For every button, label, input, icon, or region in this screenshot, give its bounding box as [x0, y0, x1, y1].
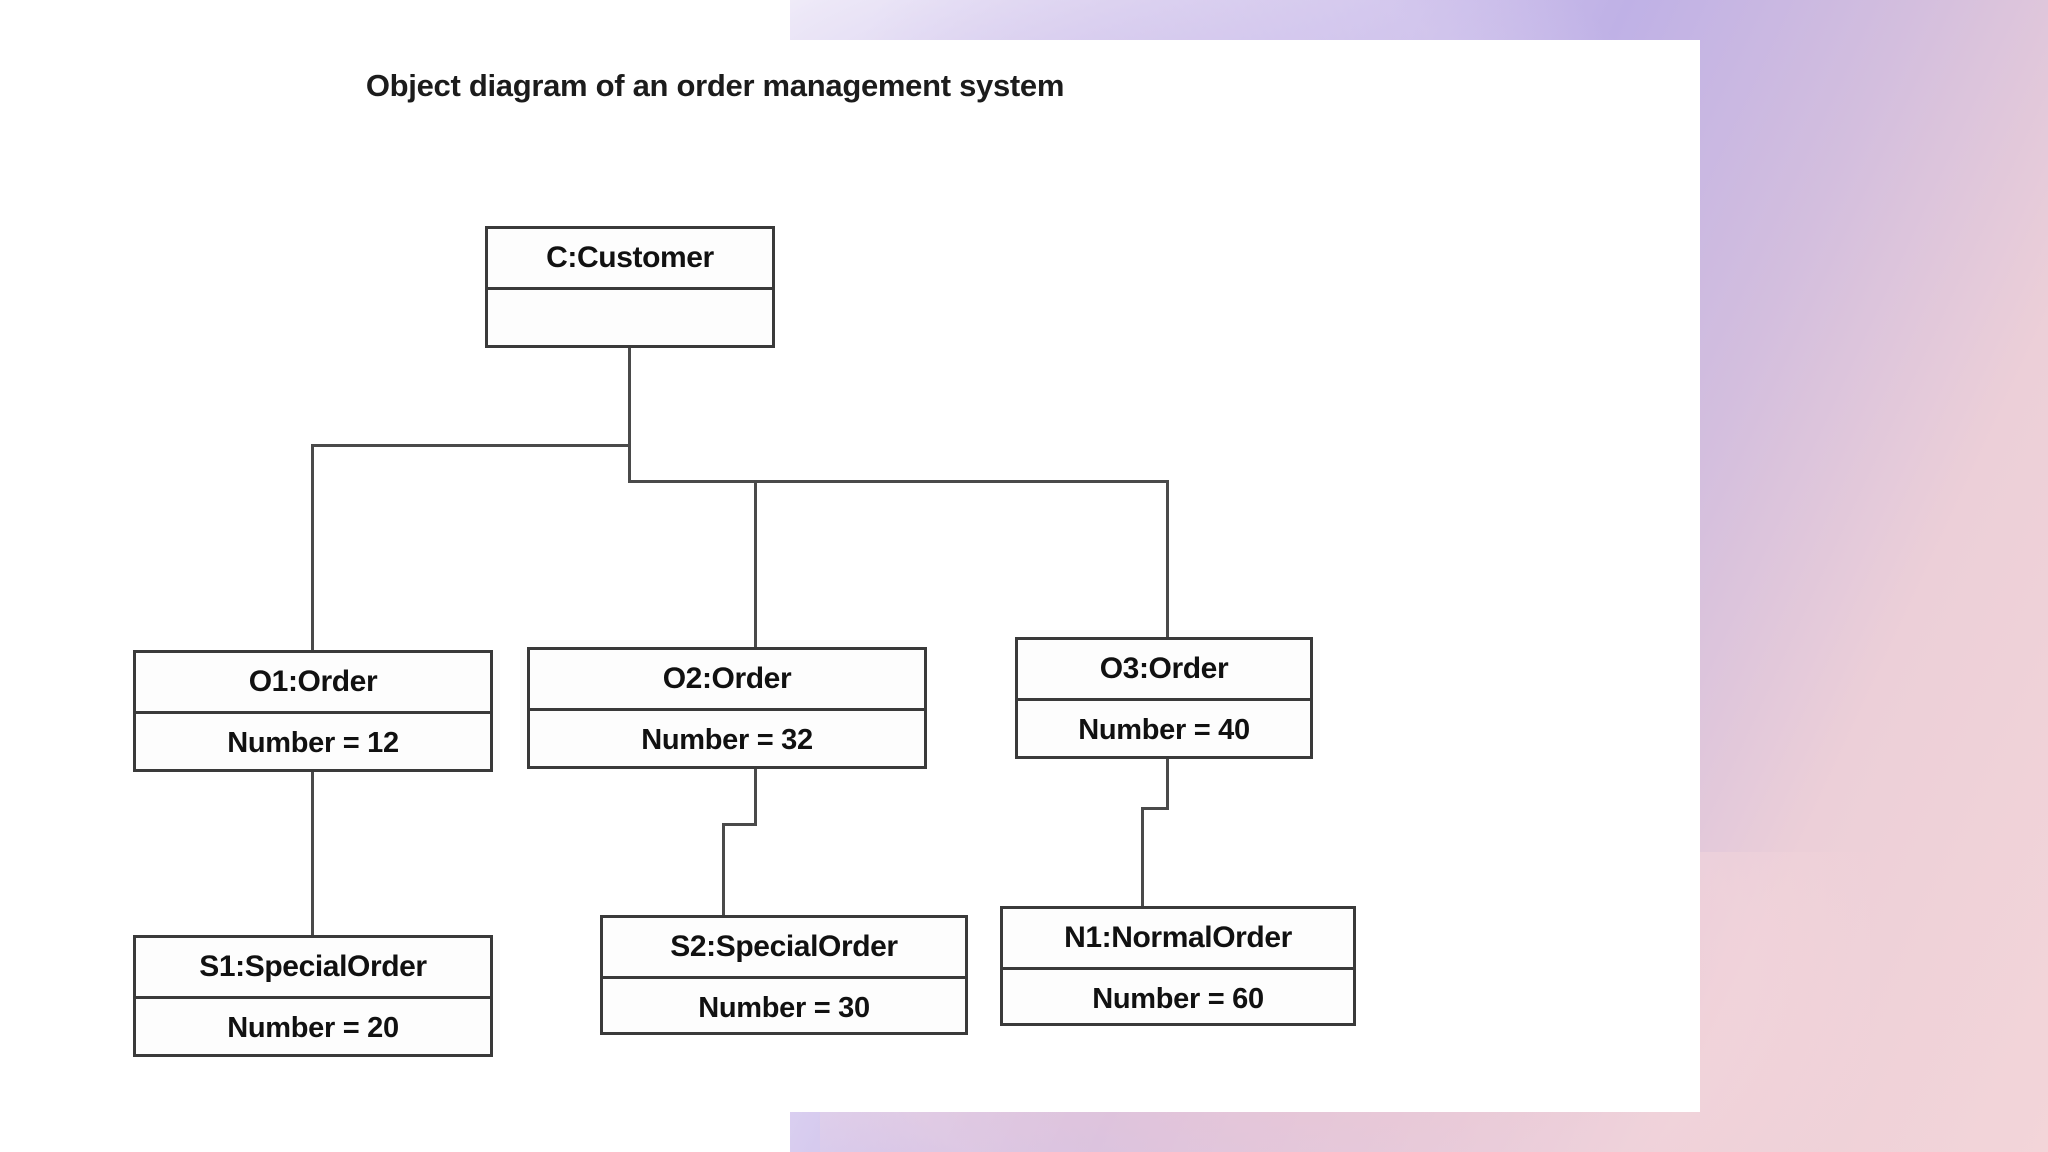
object-attribute-o1: Number = 12 — [227, 726, 399, 759]
object-name-o2: O2:Order — [662, 662, 792, 695]
object-name-customer: C:Customer — [546, 241, 714, 274]
compartment-divider — [603, 976, 965, 979]
object-name-o3: O3:Order — [1099, 652, 1229, 685]
link-o2-to-s2-lower — [722, 823, 725, 917]
object-node-n1[interactable]: N1:NormalOrder Number = 60 — [1000, 906, 1356, 1026]
object-node-o2[interactable]: O2:Order Number = 32 — [527, 647, 927, 769]
compartment-divider — [488, 287, 772, 290]
link-o2-to-s2-jog — [722, 823, 757, 826]
link-customer-bar-left — [311, 444, 631, 447]
link-customer-to-o2 — [754, 480, 757, 650]
object-name-s2: S2:SpecialOrder — [670, 930, 898, 963]
compartment-divider — [136, 711, 490, 714]
object-node-o1[interactable]: O1:Order Number = 12 — [133, 650, 493, 772]
diagram-title: Object diagram of an order management sy… — [365, 68, 1065, 103]
object-name-s1: S1:SpecialOrder — [199, 950, 427, 983]
link-o2-to-s2-upper — [754, 769, 757, 823]
compartment-divider — [136, 996, 490, 999]
object-attribute-customer — [488, 290, 772, 348]
compartment-divider — [1018, 698, 1310, 701]
compartment-divider — [530, 708, 924, 711]
object-attribute-n1: Number = 60 — [1092, 982, 1264, 1015]
object-node-customer[interactable]: C:Customer — [485, 226, 775, 348]
link-o1-to-s1 — [311, 772, 314, 937]
link-o3-to-n1-upper — [1166, 759, 1169, 807]
link-o3-to-n1-lower — [1141, 807, 1144, 908]
object-name-n1: N1:NormalOrder — [1064, 921, 1292, 954]
object-attribute-s2: Number = 30 — [698, 991, 870, 1024]
link-customer-bar-jog — [628, 444, 631, 482]
compartment-divider — [1003, 967, 1353, 970]
link-customer-to-o1 — [311, 444, 314, 652]
object-node-o3[interactable]: O3:Order Number = 40 — [1015, 637, 1313, 759]
object-attribute-s1: Number = 20 — [227, 1011, 399, 1044]
diagram-panel: Object diagram of an order management sy… — [0, 40, 1700, 1112]
link-customer-to-o3 — [1166, 480, 1169, 640]
link-customer-bar-right — [628, 480, 1168, 483]
object-attribute-o2: Number = 32 — [641, 723, 813, 756]
link-customer-stub — [628, 348, 631, 444]
object-node-s1[interactable]: S1:SpecialOrder Number = 20 — [133, 935, 493, 1057]
link-o3-to-n1-jog — [1141, 807, 1169, 810]
object-name-o1: O1:Order — [248, 665, 378, 698]
object-attribute-o3: Number = 40 — [1078, 713, 1250, 746]
object-node-s2[interactable]: S2:SpecialOrder Number = 30 — [600, 915, 968, 1035]
